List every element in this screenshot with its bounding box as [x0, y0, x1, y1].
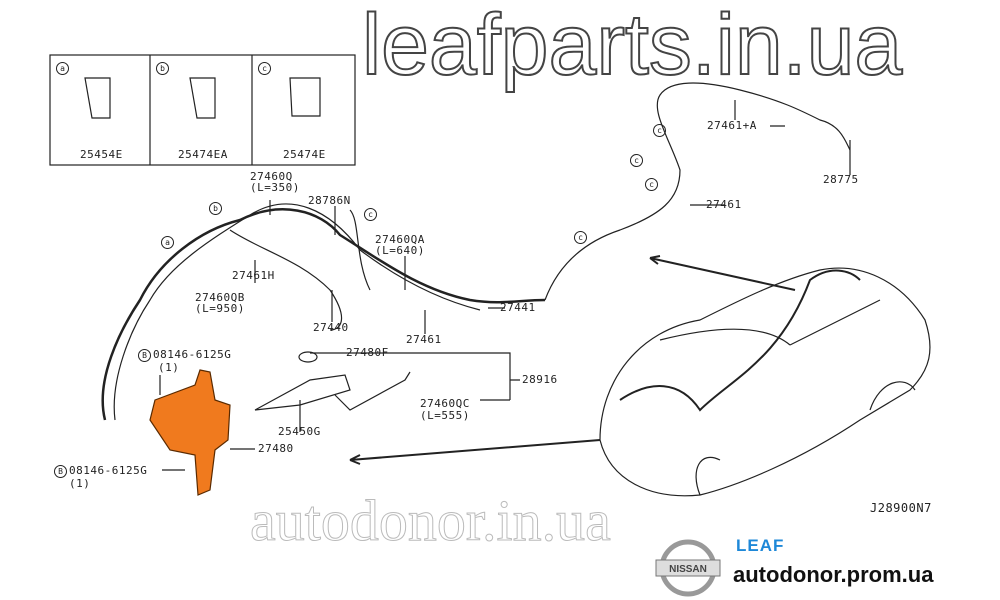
inset-marker-a: a [56, 62, 69, 75]
site-url[interactable]: autodonor.prom.ua [733, 562, 934, 587]
marker-c: c [653, 124, 666, 137]
cap-27480F [298, 351, 318, 363]
part-28775: 28775 [823, 173, 859, 186]
marker-c: c [645, 178, 658, 191]
hose-secondary [113, 203, 481, 421]
bolt-quantity: (1) [69, 477, 91, 490]
inset-box [49, 54, 356, 166]
marker-c: c [574, 231, 587, 244]
leader-lines [159, 100, 851, 471]
part-27460QA: 27460QA [375, 233, 425, 246]
watermark-leafparts: leafparts.in.ua [361, 0, 903, 93]
part-27461: 27461 [406, 333, 442, 346]
car-outline [599, 267, 931, 497]
hose-branch [349, 209, 371, 291]
part-27460QB-length: (L=950) [195, 302, 245, 315]
part-25454E: 25454E [80, 148, 123, 161]
hose-27460QC [334, 371, 411, 411]
bolt-quantity: (1) [158, 361, 180, 374]
marker-b: b [209, 202, 222, 215]
part-25450G: 25450G [278, 425, 321, 438]
marker-a: a [161, 236, 174, 249]
part-27461-plus-A: 27461+A [707, 119, 757, 132]
part-27460QB: 27460QB [195, 291, 245, 304]
washer-tank [149, 369, 231, 496]
part-27440: 27440 [313, 321, 349, 334]
part-27460Q-length: (L=350) [250, 181, 300, 194]
clip-icons [84, 77, 321, 119]
inset-marker-b: b [156, 62, 169, 75]
part-bolt-08146-6125G: 08146-6125G [69, 464, 148, 477]
car-hose-route [619, 269, 861, 412]
hose-right [544, 82, 851, 301]
nissan-logo-text: NISSAN [669, 564, 707, 575]
arrow-upper [649, 255, 796, 291]
bolt-marker: B [138, 349, 151, 362]
bolt-marker: B [54, 465, 67, 478]
inset-marker-c: c [258, 62, 271, 75]
part-25474E: 25474E [283, 148, 326, 161]
part-27460Q: 27460Q [250, 170, 293, 183]
arrow-lower [349, 439, 601, 465]
part-bolt-08146-6125G: 08146-6125G [153, 348, 232, 361]
diagram-code: J28900N7 [870, 501, 932, 515]
part-27460QA-length: (L=640) [375, 244, 425, 257]
part-28916: 28916 [522, 373, 558, 386]
leaf-model-label: LEAF [736, 536, 785, 555]
watermark-autodonor: autodonor.in.ua [250, 488, 612, 553]
car-details [659, 299, 916, 496]
part-28786N: 28786N [308, 194, 351, 207]
part-27460QC: 27460QC [420, 397, 470, 410]
part-27460QC-length: (L=555) [420, 409, 470, 422]
part-27461H: 27461H [232, 269, 275, 282]
filler-neck [254, 374, 351, 411]
part-27480: 27480 [258, 442, 294, 455]
part-27461: 27461 [706, 198, 742, 211]
hose-main [101, 208, 546, 421]
part-27480F: 27480F [346, 346, 389, 359]
marker-c: c [630, 154, 643, 167]
marker-c: c [364, 208, 377, 221]
part-25474EA: 25474EA [178, 148, 228, 161]
part-27441: 27441 [500, 301, 536, 314]
hose-branch [229, 229, 343, 331]
